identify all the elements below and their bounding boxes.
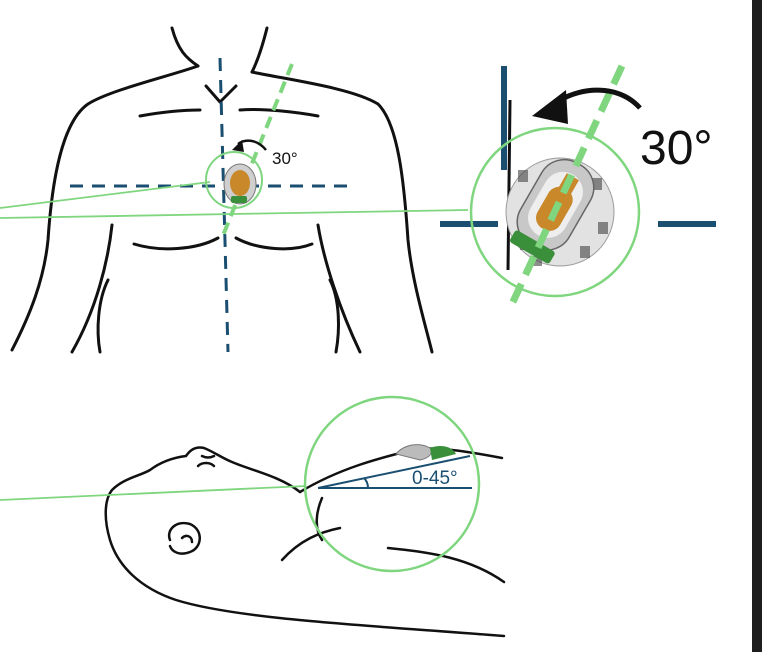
dark-side-panel — [752, 0, 762, 652]
side-angle-label: 0-45° — [412, 468, 458, 489]
leader-line-upper — [0, 181, 211, 209]
side-view: 0-45° — [0, 395, 506, 638]
side-focus-circle — [303, 395, 481, 573]
front-focus-circle — [205, 151, 263, 209]
side-leader-line — [0, 485, 307, 501]
leader-line-lower — [0, 209, 469, 219]
zoom-vertical-black — [506, 99, 512, 271]
torso-outline — [10, 26, 434, 354]
zoom-focus-circle — [469, 126, 641, 298]
zoom-tilted-guide — [508, 64, 626, 306]
front-angle-label: 30° — [272, 149, 298, 168]
front-tilted-guide — [220, 63, 294, 239]
front-device — [223, 163, 257, 205]
front-arrow-head — [232, 140, 244, 152]
front-axis-guides — [70, 57, 350, 353]
side-tilt-line — [317, 455, 471, 489]
zoom-view: 30° — [440, 64, 716, 306]
front-view: 30° — [0, 26, 469, 354]
side-device — [395, 444, 456, 461]
zoom-rotation-arrow — [558, 87, 642, 110]
side-angle-arc — [363, 477, 369, 489]
zoom-angle-label: 30° — [640, 122, 713, 175]
zoom-arrow-head — [532, 90, 568, 124]
